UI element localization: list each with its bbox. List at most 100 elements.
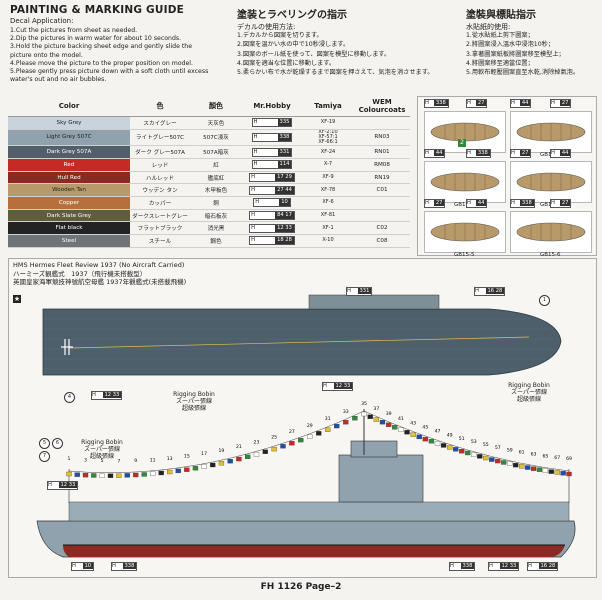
boat-icon (516, 122, 586, 142)
color-swatch: Steel (8, 234, 130, 248)
guide-title: PAINTING & MARKING GUIDE (10, 4, 184, 16)
signal-flag (184, 467, 190, 472)
color-swatch: Copper (8, 196, 130, 210)
signal-flag (253, 452, 260, 457)
color-name-jp: スチール (130, 234, 190, 248)
rigging-en-1: Rigging Bobin (508, 382, 550, 389)
boat-icon (430, 222, 500, 242)
signal-flag (501, 460, 507, 465)
color-name-jp: ダークスレートグレー (130, 209, 190, 223)
ship-drawing: 6967656361595755535149474543413937353331… (36, 294, 576, 558)
steps-zh: 1.從水貼紙上剪下圖案； 2.將圖案浸入溫水中浸泡10秒； 3.拿著圖案紙板將圖… (466, 31, 596, 77)
color-name-jp: レッド (130, 158, 190, 172)
rigging-jp-1: スーパー張線 (511, 389, 547, 396)
color-name-jp: カッパー (130, 196, 190, 210)
color-swatch: Dark Grey 507A (8, 145, 130, 159)
steps-en: 1.Cut the pictures from sheet as needed.… (10, 27, 210, 84)
boat-icon (430, 172, 500, 192)
callout-5: 5 (39, 438, 50, 449)
color-swatch: Dark Slate Grey (8, 209, 130, 223)
boat-paint-chip: H 27 (550, 199, 572, 208)
boat-paint-chip: H 44 (510, 99, 532, 108)
fleet-title: HMS Hermes Fleet Review 1937 (No Aircraf… (13, 261, 186, 287)
tamiya-code: X-10 (302, 234, 354, 248)
badge-icon: 2 (458, 139, 466, 147)
color-name-zh: 鋼色 (190, 234, 242, 248)
signal-flag (483, 455, 489, 461)
color-name-zh: 紅 (190, 158, 242, 172)
color-name-jp: ハルレッド (130, 171, 190, 185)
flag-number: 1 (68, 456, 71, 462)
color-name-en: Hull Red (57, 174, 81, 181)
flag-number: 31 (325, 416, 331, 422)
flag-number: 13 (167, 456, 173, 462)
color-swatch: Light Grey 507C (8, 129, 130, 147)
boat-label: GB15-3 (454, 202, 475, 208)
signal-flag (141, 472, 147, 477)
callout-4: 4 (64, 392, 75, 403)
flag-number: 17 (201, 451, 207, 457)
boat-icon (430, 122, 500, 142)
color-name-en: Steel (61, 237, 77, 244)
page-footer: FH 1126 Page–2 (260, 582, 342, 592)
side-deck (68, 501, 570, 522)
deck-planking (43, 318, 557, 370)
color-table-header: Color 色 顏色 Mr.Hobby Tamiya WEM Colourcoa… (8, 96, 410, 117)
callout-6: 6 (52, 438, 63, 449)
signal-flag (422, 436, 428, 442)
tamiya-code: XF-1 (302, 221, 354, 236)
signal-flag (158, 470, 164, 476)
step-zh-5: 5.用軟布輕壓圖案直至水乾,消除掉氣泡。 (466, 69, 580, 77)
step-jp-4: 4.図案を適当な位置に移動します。 (237, 59, 336, 67)
boat-label: GB15-6 (540, 252, 561, 258)
color-swatch: Flat black (8, 221, 130, 236)
step-en-2: 2.Dip the pictures in warm water for abo… (10, 35, 182, 43)
flag-number: 63 (531, 452, 537, 458)
signal-flag (133, 472, 139, 478)
step-jp-3: 3.図案のボール紙を使って、図案を模型に移動します。 (237, 50, 391, 58)
signal-flags (66, 411, 572, 478)
tamiya-code: X-7 (302, 158, 354, 172)
flag-number: 65 (542, 453, 548, 459)
signal-flag (536, 467, 543, 472)
signal-flag (298, 437, 304, 443)
wem-code: C08 (354, 234, 410, 248)
step-zh-2: 2.將圖案浸入溫水中浸泡10秒； (466, 41, 555, 49)
signal-flag (373, 417, 379, 422)
wem-code: RN19 (354, 171, 410, 185)
signal-flag (316, 431, 322, 436)
col-mrhobby: Mr.Hobby (242, 96, 302, 117)
flag-number: 5 (101, 458, 104, 464)
signal-flag (236, 456, 242, 462)
step-en-5: 5.Please gently press picture down with … (10, 68, 209, 84)
signal-flag (210, 462, 216, 468)
flag-number: 7 (117, 459, 120, 465)
signal-flag (446, 445, 453, 450)
signal-flag (150, 471, 156, 476)
boat-paint-chip: H 27 (424, 199, 446, 208)
color-name-zh: 天灰色 (190, 116, 242, 130)
signal-flag (175, 468, 181, 474)
color-name-en: Sky Grey (56, 119, 82, 126)
flag-number: 43 (410, 420, 416, 426)
signal-flag (262, 449, 268, 454)
col-wem: WEM Colourcoats (354, 96, 410, 117)
color-name-en: Dark Slate Grey (46, 212, 92, 219)
flag-number: 9 (134, 458, 137, 464)
color-name-jp: スカイグレー (130, 116, 190, 130)
flag-number: 61 (519, 450, 525, 456)
signal-flag (74, 472, 80, 477)
signal-flag (167, 469, 173, 475)
hull-red-boot (63, 545, 565, 557)
color-swatch: Red (8, 158, 130, 172)
